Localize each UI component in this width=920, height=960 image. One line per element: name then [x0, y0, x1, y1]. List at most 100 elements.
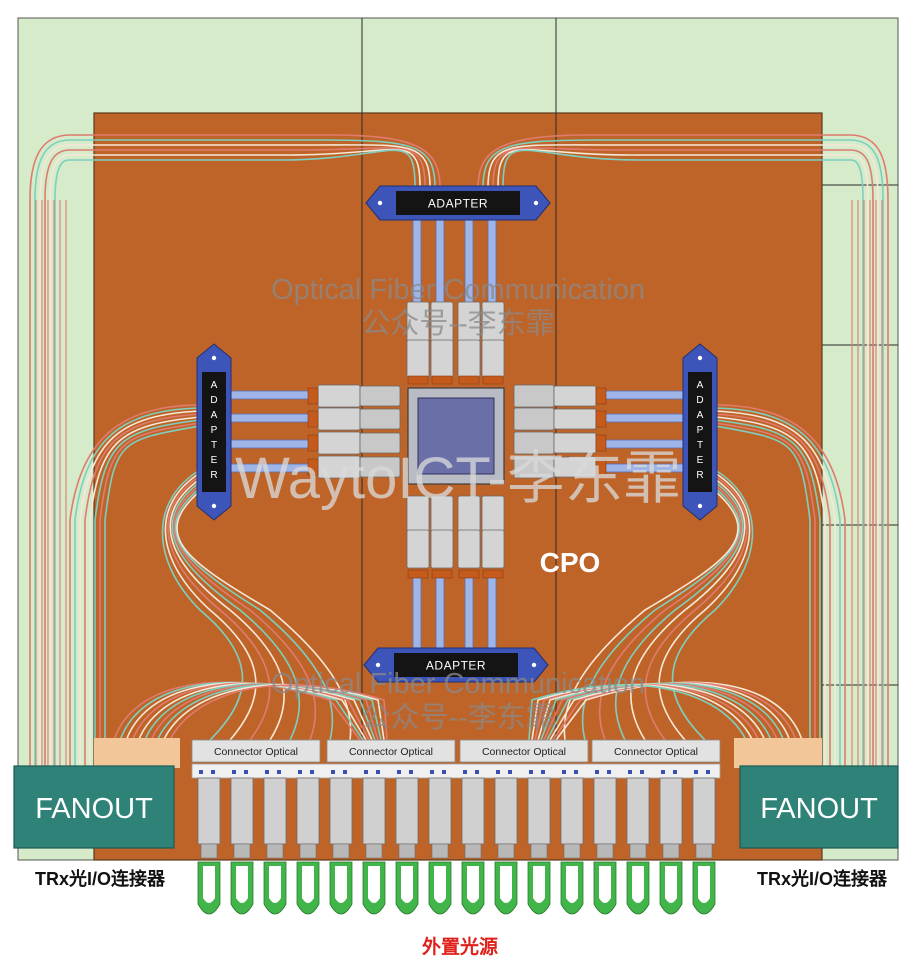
fiber [54, 149, 416, 766]
ferrule-clip [482, 569, 504, 579]
fiber [94, 419, 201, 766]
adapter-left: ADAPTER [196, 343, 232, 521]
external-laser-module [560, 770, 584, 915]
adapter-left-letter: T [211, 440, 217, 451]
ferrule [430, 529, 454, 569]
ferrule-clip [458, 375, 480, 385]
fiber [109, 681, 361, 767]
external-laser-module [593, 770, 617, 915]
fiber-ribbon [599, 390, 689, 400]
ferrule-clip [307, 434, 319, 452]
external-laser-module [362, 770, 386, 915]
switch-chip-die [417, 397, 495, 475]
fiber [497, 148, 869, 766]
connector-optical-label: Connector Optical [482, 746, 566, 758]
fanout-left-label: FANOUT [35, 793, 153, 825]
external-laser-module [197, 770, 221, 915]
fiber [164, 472, 257, 741]
fiber [49, 148, 421, 766]
fiber [84, 413, 201, 766]
fiber [714, 425, 811, 766]
fiber [99, 422, 201, 766]
fiber [492, 147, 874, 766]
adapter-top: ADAPTER [365, 185, 551, 221]
ferrule-clip [307, 387, 319, 405]
connector-optical-2: Connector Optical [326, 739, 456, 763]
fiber [644, 475, 748, 741]
watermark-top-line1: Optical Fiber Communication [271, 274, 645, 306]
ferrule-clip [307, 458, 319, 476]
watermark-top-line2: 公众号--李东霏 [361, 307, 554, 340]
fiber [171, 481, 301, 741]
trx-label-right: TRx光I/O连接器 [757, 868, 888, 889]
fiber [477, 134, 889, 766]
fiber [502, 149, 864, 766]
ferrule [359, 456, 401, 478]
ferrule [406, 529, 430, 569]
chip-area [229, 217, 689, 663]
ferrule [359, 432, 401, 454]
adapter-left-letter: E [211, 455, 218, 466]
external-laser-module [263, 770, 287, 915]
fanout-pad-right [734, 738, 822, 768]
fiber [39, 144, 431, 766]
connector-optical-label: Connector Optical [614, 746, 698, 758]
external-light-source-label: 外置光源 [422, 935, 498, 958]
fiber [74, 407, 201, 766]
external-laser-module [659, 770, 683, 915]
external-laser-module [296, 770, 320, 915]
ferrule [553, 385, 597, 407]
ferrule [513, 407, 555, 431]
adapter-right-letter: A [697, 410, 704, 421]
cpo-label: CPO [540, 547, 601, 578]
ferrule-clip [407, 375, 429, 385]
connector-optical-label: Connector Optical [349, 746, 433, 758]
fiber [115, 681, 364, 767]
trx-label-left: TRx光I/O连接器 [35, 868, 166, 889]
adapter-left-letter: A [211, 410, 218, 421]
fiber [44, 147, 426, 766]
fiber [89, 416, 201, 766]
adapter-left-letter: A [211, 380, 218, 391]
fiber [167, 475, 271, 741]
fiber [614, 481, 744, 741]
optical-connectors: Connector Optical Connector Optical Connec… [191, 739, 721, 915]
fiber-ribbon [229, 413, 319, 423]
fiber [714, 416, 826, 766]
adapter-right-letter: P [697, 425, 704, 436]
fiber-ribbon [599, 413, 689, 423]
external-laser-module [395, 770, 419, 915]
fiber [104, 425, 201, 766]
watermark-big: WaytoICT-李东霏 [235, 446, 681, 511]
ferrule-clip [307, 410, 319, 428]
fiber [161, 469, 244, 741]
fiber [34, 139, 436, 766]
adapter-bottom: ADAPTER [363, 647, 549, 683]
ferrule [553, 408, 597, 430]
ferrule [481, 339, 505, 379]
fiber-bundles [29, 134, 889, 767]
fiber [714, 422, 816, 766]
ferrule-clip [407, 569, 429, 579]
ferrule-clip [431, 569, 453, 579]
fiber [79, 410, 201, 766]
fiber [671, 469, 754, 741]
ferrule [359, 408, 401, 430]
fanout-pad-left [94, 738, 180, 768]
adapter-right-letter: A [697, 380, 704, 391]
fanout-right: FANOUT [739, 765, 899, 849]
fiber [598, 484, 742, 741]
adapter-right-letter: T [697, 440, 703, 451]
adapter-left-letter: P [211, 425, 218, 436]
ferrule [430, 339, 454, 379]
ferrule [513, 384, 555, 408]
fiber [658, 472, 751, 741]
external-laser-module [461, 770, 485, 915]
connector-optical-4: Connector Optical [591, 739, 721, 763]
external-laser-module [329, 770, 353, 915]
ferrule [317, 384, 361, 408]
adapter-top-label: ADAPTER [428, 197, 488, 211]
ferrule [406, 339, 430, 379]
connector-optical-1: Connector Optical [191, 739, 321, 763]
